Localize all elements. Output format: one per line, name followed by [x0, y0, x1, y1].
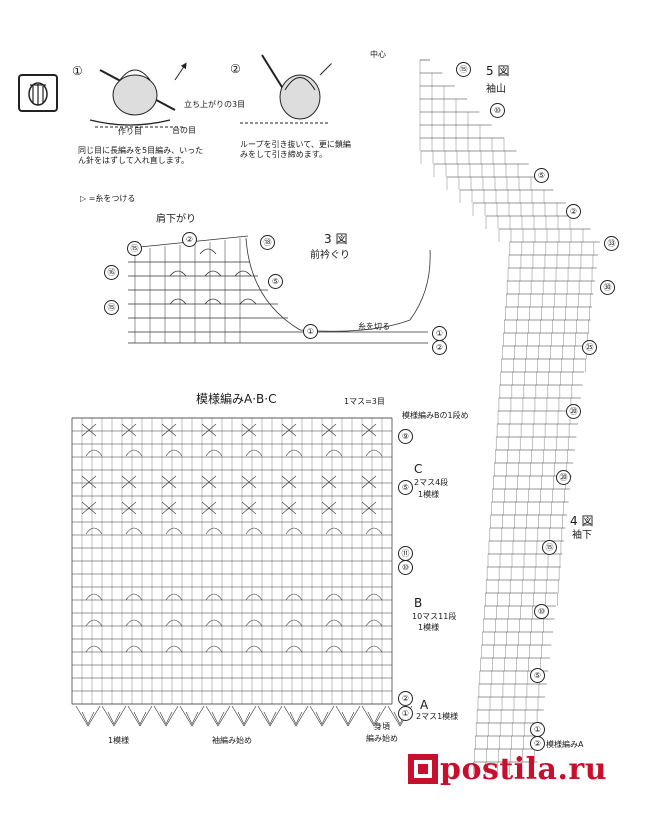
step1-arrow-note: 立ち上がりの3目 [184, 100, 246, 109]
fig3-row-label: ⑮ [104, 300, 119, 315]
fig5-row-label: ㉝ [604, 236, 619, 251]
step2-number: ② [230, 62, 241, 76]
step1-caption-2: ん針をはずして入れ直します。 [78, 156, 189, 165]
fig4-row-label: ⑳ [556, 470, 571, 485]
fig3-row-label: ① [303, 324, 318, 339]
fig3-row-label: ② [432, 340, 447, 355]
fig5-row-label: ⑤ [534, 168, 549, 183]
fig4-title: 4 図 [570, 514, 594, 528]
pattern-row-label: ② [398, 691, 413, 706]
fig4-subtitle: 袖下 [572, 530, 592, 541]
fig5-row-label: ㉚ [600, 280, 615, 295]
fig5-title: 5 図 [486, 64, 510, 78]
step1-number: ① [72, 64, 83, 78]
fig4-row-label: ⑤ [530, 668, 545, 683]
fig5-row-label: ② [566, 204, 581, 219]
fig4-row-label: ⑩ [534, 604, 549, 619]
pattern-body-start-1: 身頃 [374, 722, 390, 731]
postila-logo-icon [408, 754, 438, 784]
fig3-shoulder-label: 肩下がり [156, 214, 196, 225]
pattern-a-note: 2マス1模様 [416, 712, 459, 721]
pattern-row-label: ⑩ [398, 560, 413, 575]
pattern-row1-note: 模様編みBの1段め [402, 411, 469, 420]
pattern-body-start-2: 編み始め [366, 734, 398, 743]
fig3-row-label: ⑮ [127, 241, 142, 256]
yarn-join-legend: ▷ =糸をつける [80, 194, 136, 203]
pattern-title: 模様編みA·B·C [196, 392, 277, 406]
pattern-b-label: B [414, 596, 423, 610]
watermark: postila.ru [440, 752, 608, 787]
fig3-title: 3 図 [324, 232, 348, 246]
step1-chain-note: 作り目 [118, 127, 142, 136]
fig3-row-label: ⑱ [260, 235, 275, 250]
fig3-cut-yarn: 糸を切る [358, 322, 390, 331]
step2-caption-1: ループを引き抜いて、更に鎖編 [240, 140, 351, 149]
pattern-row-label: ⑨ [398, 429, 413, 444]
fig5-row-label: ⑮ [456, 62, 471, 77]
pattern-b-note2: 1模様 [418, 623, 440, 632]
pattern-c-label: C [414, 462, 423, 476]
crochet-stitch-icon [18, 74, 58, 112]
fig4-row-label: ⑳ [566, 404, 581, 419]
pattern-row-label: ⑪ [398, 546, 413, 561]
fig5-row-label: ⑩ [490, 103, 505, 118]
pattern-row-label: ⑤ [398, 480, 413, 495]
fig4-row-label: ⑮ [542, 540, 557, 555]
fig5-subtitle: 袖山 [486, 84, 506, 95]
step1-caption-1: 同じ目に長編みを5目編み、いった [78, 146, 204, 155]
step2-caption-2: みをして引き締めます。 [240, 150, 327, 159]
step1-base-note: 台の目 [172, 126, 196, 135]
pattern-a-label: A [420, 698, 429, 712]
pattern-c-note1: 2マス4段 [414, 478, 449, 487]
pattern-unit-note: 1マス=3目 [344, 397, 385, 406]
fig3-subtitle: 前衿ぐり [310, 250, 350, 261]
pattern-hem-start: 袖編み始め [212, 736, 252, 745]
fig4-row-label: ② [530, 736, 545, 751]
fig4-pattern-a: 模様編みA [546, 740, 584, 749]
fig3-row-label: ⑤ [268, 274, 283, 289]
pattern-c-note2: 1模様 [418, 490, 440, 499]
pattern-b-note1: 10マス11段 [412, 612, 457, 621]
pattern-row-label: ① [398, 706, 413, 721]
fig4-row-label: ① [530, 722, 545, 737]
pattern-one-repeat: 1模様 [108, 736, 130, 745]
fig5-center-label: 中心 [370, 50, 386, 59]
fig3-row-label: ② [182, 232, 197, 247]
fig4-row-label: ㉕ [582, 340, 597, 355]
fig3-row-label: ⑯ [104, 265, 119, 280]
